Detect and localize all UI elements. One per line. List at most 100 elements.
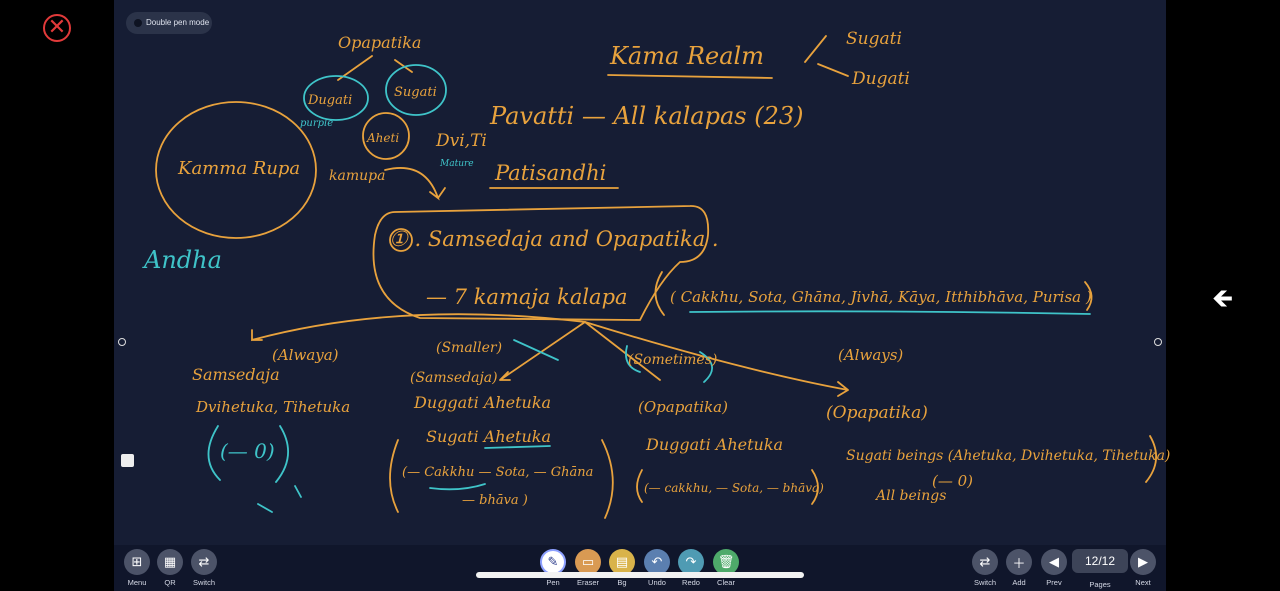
col2-sugati: Sugati Ahetuka — [426, 427, 551, 446]
sugati-circle-text: Sugati — [394, 85, 437, 100]
switch-left-label: Switch — [192, 578, 216, 587]
title-text: Kāma Realm — [609, 42, 764, 70]
undo-button[interactable]: ↶ Undo — [636, 549, 678, 587]
bracket-col3-right — [811, 469, 819, 505]
col2-smaller: (Smaller) — [436, 340, 502, 356]
switch-right-button[interactable]: ⇄ Switch — [964, 549, 1006, 587]
page-indicator[interactable]: 12/12 — [1072, 549, 1128, 573]
redo-icon: ↷ — [678, 549, 704, 575]
switch-right-label: Switch — [973, 578, 997, 587]
arrow-to-col1 — [251, 313, 586, 342]
selection-square[interactable] — [121, 454, 134, 467]
bracket-list-left — [654, 271, 665, 316]
chevron-left-icon: ◀ — [1041, 549, 1067, 575]
bracket-col2-left — [389, 439, 399, 513]
bracket-col4-right — [1145, 435, 1157, 483]
arrow-to-col4 — [584, 321, 849, 397]
redo-label: Redo — [682, 578, 700, 587]
dugati-circle — [303, 75, 369, 121]
col4-zero: (— 0) — [932, 472, 973, 490]
col2-bhava: — bhāva ) — [462, 493, 528, 508]
menu-label: Menu — [127, 578, 147, 587]
plus-icon: ＋ — [1006, 549, 1032, 575]
kamma-rupa-text: Kamma Rupa — [177, 158, 300, 179]
handwriting-layer: Kāma Realm Sugati Dugati Opapatika Dugat… — [142, 29, 1170, 519]
redo-button[interactable]: ↷ Redo — [670, 549, 712, 587]
pen-button[interactable]: ✎ Pen — [532, 549, 574, 587]
double-pen-mode-label: Double pen mode — [146, 18, 210, 27]
col2-samsedaja: (Samsedaja) — [410, 370, 498, 386]
bracket-list-right — [1084, 281, 1093, 311]
pen-icon: ✎ — [540, 549, 566, 575]
smaller-strike — [513, 339, 559, 361]
clear-label: Clear — [717, 578, 735, 587]
dugati-top-text: Dugati — [851, 69, 910, 89]
kalapa-text: — 7 kamaja kalapa — [426, 285, 628, 309]
background-icon: ▤ — [609, 549, 635, 575]
home-indicator[interactable] — [476, 572, 804, 578]
aheti-circle — [362, 112, 410, 160]
add-page-button[interactable]: ＋ Add — [998, 549, 1040, 587]
left-resize-handle[interactable] — [118, 338, 126, 346]
branch-lines — [804, 35, 849, 77]
bg-button[interactable]: ▤ Bg — [601, 549, 643, 587]
eraser-icon: ▭ — [575, 549, 601, 575]
item1-text: ① . Samsedaja and Opapatika . — [389, 227, 719, 251]
trash-icon: 🗑 — [713, 549, 739, 575]
prev-page-button[interactable]: ◀ Prev — [1033, 549, 1075, 587]
bg-label: Bg — [617, 578, 627, 587]
list-underline — [689, 310, 1091, 315]
eraser-button[interactable]: ▭ Eraser — [567, 549, 609, 587]
sometimes-bracket — [625, 345, 713, 383]
col2-duggati: Duggati Ahetuka — [413, 393, 551, 412]
undo-icon: ↶ — [644, 549, 670, 575]
qr-button[interactable]: ▦ QR — [149, 549, 191, 587]
sugati-top-text: Sugati — [846, 29, 902, 49]
next-page-button[interactable]: ▶ Next — [1122, 549, 1164, 587]
col1-hetuka: Dvihetuka, Tihetuka — [195, 398, 350, 416]
switch-left-button[interactable]: ⇄ Switch — [183, 549, 225, 587]
whiteboard-canvas[interactable] — [114, 0, 1166, 545]
grid-icon: ⊞ — [124, 549, 150, 575]
bracket-col3-left — [636, 469, 643, 503]
qr-icon: ▦ — [157, 549, 183, 575]
double-pen-mode-toggle[interactable]: Double pen mode — [126, 12, 212, 34]
title-underline — [607, 74, 773, 79]
patisandhi-box — [372, 205, 710, 321]
pages-label: Pages — [1089, 580, 1111, 589]
menu-button[interactable]: ⊞ Menu — [116, 549, 158, 587]
arrow-left-icon[interactable]: 🡸 — [1212, 284, 1234, 314]
cakkhu-underline — [429, 483, 486, 491]
col4-always: (Always) — [838, 346, 903, 364]
arrow-to-col3 — [584, 321, 661, 381]
chevron-right-icon: ▶ — [1130, 549, 1156, 575]
next-label: Next — [1135, 578, 1151, 587]
purple-text: purple — [300, 118, 333, 129]
col3-opapatika: (Opapatika) — [638, 398, 728, 416]
kamupa-text: kamupa — [329, 168, 385, 184]
swap-icon: ⇄ — [972, 549, 998, 575]
patisandhi-text: Patisandhi — [494, 161, 606, 185]
col3-list: (— cakkhu, — Sota, — bhāva) — [644, 481, 824, 495]
opapatika-top-text: Opapatika — [338, 33, 421, 52]
clear-button[interactable]: 🗑 Clear — [705, 549, 747, 587]
eraser-label: Eraser — [576, 578, 600, 587]
col1-always: (Alwaya) — [272, 346, 339, 364]
col4-opapatika: (Opapatika) — [826, 403, 928, 423]
toggle-dot — [134, 19, 142, 27]
mature-text: Mature — [439, 159, 474, 169]
arrow-to-col2 — [499, 321, 586, 381]
right-resize-handle[interactable] — [1154, 338, 1162, 346]
col3-sometimes: (Sometimes) — [628, 352, 717, 368]
swap-icon: ⇄ — [191, 549, 217, 575]
aheti-text: Aheti — [366, 131, 399, 145]
arrow-to-box — [384, 167, 446, 201]
pen-label: Pen — [546, 578, 560, 587]
andha-text: Andha — [142, 246, 222, 274]
qr-label: QR — [164, 578, 176, 587]
kamma-rupa-circle — [155, 101, 317, 239]
dvi-ti-text: Dvi,Ti — [435, 131, 487, 151]
close-icon[interactable]: ✕ — [43, 14, 71, 42]
col1-zero: (— 0) — [220, 439, 275, 463]
col2-cakkhu: (— Cakkhu — Sota, — Ghāna — [402, 465, 593, 480]
